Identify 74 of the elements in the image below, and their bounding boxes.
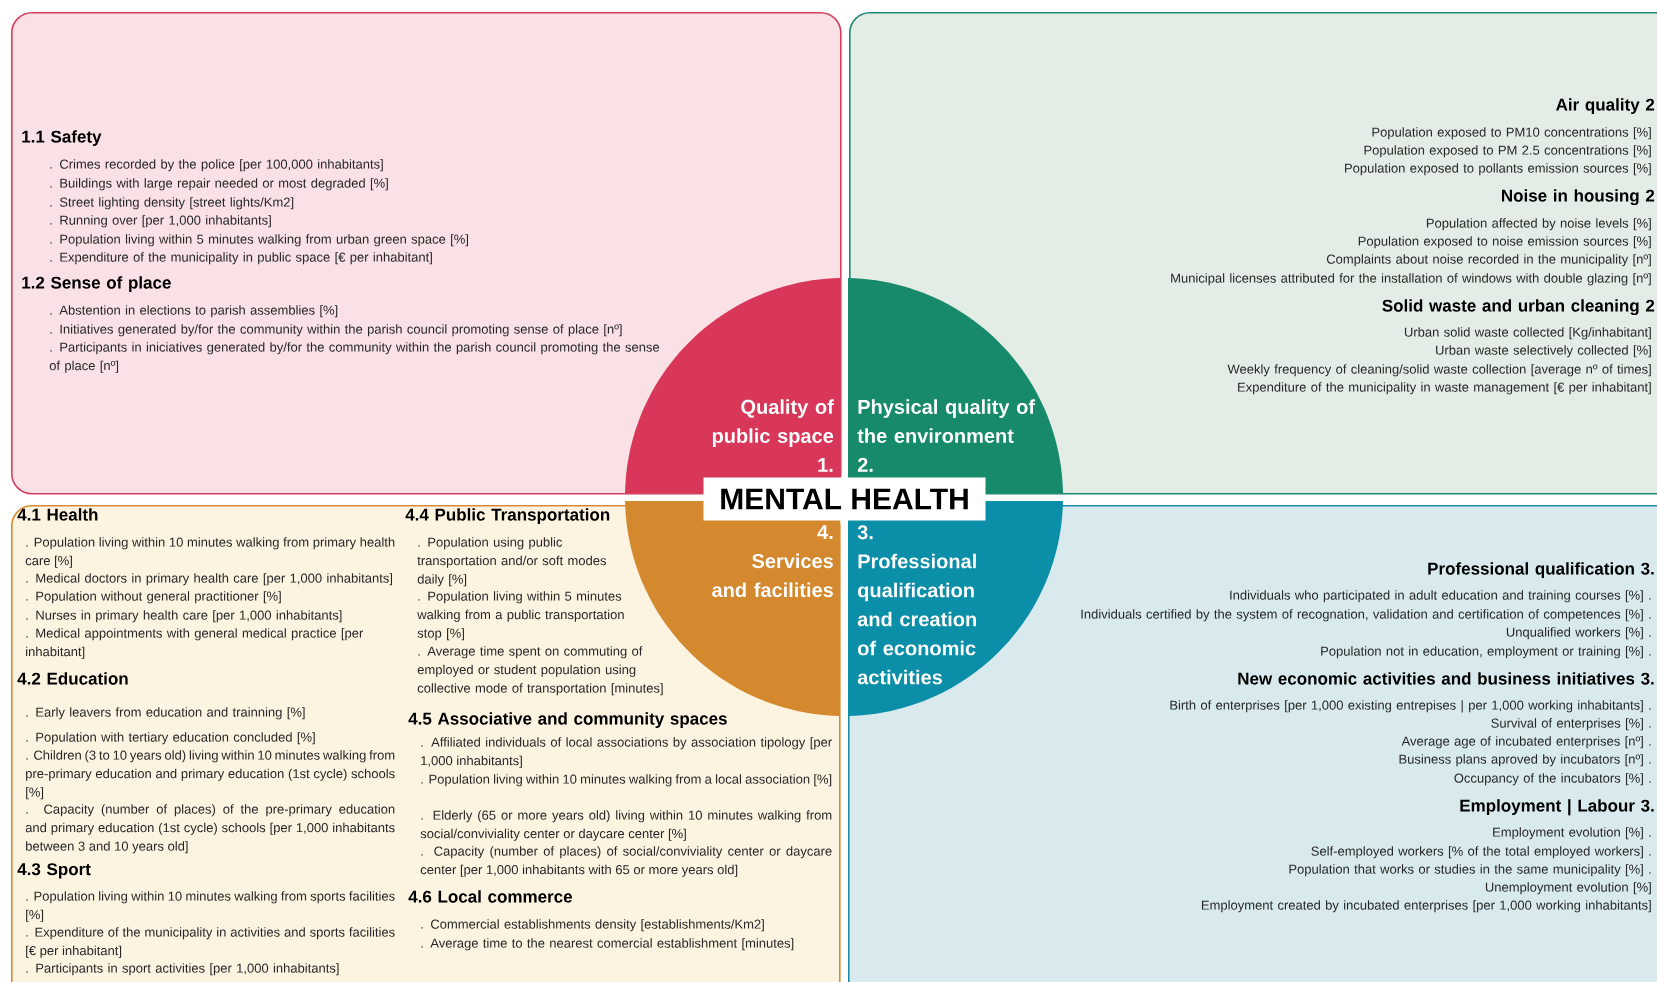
- indicator-item: . Capacity (number of places) of social/conviviality center or daycare center [per 1,000 inhabitants with 65 or more years old]: [420, 846, 832, 877]
- indicator-item: . Average time to the nearest comercial establishment [minutes]: [421, 938, 794, 951]
- sector-label: Quality of public space 1.: [712, 399, 834, 472]
- section-heading: Noise in housing 2: [1502, 189, 1655, 206]
- sector-label: 3. Professional qualification and creation of economic activities: [857, 525, 976, 685]
- indicator-item: . Population with tertiary education concluded [%]: [26, 732, 315, 745]
- indicator-item: . Capacity (number of places) of the pre-primary education and primary education (1st cycle) schools [per 1,000 inhabitants between 3 and 10 years old]: [25, 804, 395, 854]
- section-heading: 4.1 Health: [17, 508, 98, 521]
- indicator-item: . Children (3 to 10 years old) living within 10 minutes walking from pre-primary education and primary education (1st cycle) schools [%]: [26, 750, 395, 800]
- indicator-item: . Buildings with large repair needed or most degraded [%]: [50, 178, 388, 191]
- indicator-item: Weekly frequency of cleaning/solid waste collection [average nº of times]: [1227, 364, 1651, 377]
- sector-label: 4. Services and facilities: [712, 525, 833, 598]
- indicator-item: . Expenditure of the municipality in activities and sports facilities [€ per inhabitant]: [26, 927, 395, 958]
- indicator-item: . Participants in iniciatives generated by/for the community within the parish council promoting the sense of place [nº]: [49, 342, 660, 373]
- indicator-item: Survival of enterprises [%] .: [1491, 718, 1651, 731]
- indicator-item: . Population living within 10 minutes walking from primary health care [%]: [25, 537, 395, 568]
- section-heading: 4.4 Public Transportation: [405, 508, 610, 525]
- indicator-item: Urban solid waste collected [Kg/inhabitant]: [1404, 327, 1651, 340]
- indicator-item: . Participants in sport activities [per 1,000 inhabitants]: [26, 963, 339, 976]
- indicator-item: Complaints about noise recorded in the municipality [nº]: [1326, 254, 1651, 267]
- indicator-item: . Population using public transportation and/or soft modes daily [%]: [417, 537, 607, 587]
- indicator-item: . Abstention in elections to parish assemblies [%]: [50, 305, 338, 318]
- section-heading: New economic activities and business initiatives 3.: [1238, 672, 1654, 685]
- title-box: MENTAL HEALTH: [703, 477, 986, 521]
- indicator-item: . Initiatives generated by/for the community within the parish council promoting sense of place [nº]: [50, 324, 622, 337]
- indicator-item: Population that works or studies in the same municipality [%] .: [1289, 864, 1651, 877]
- indicator-item: Population not in education, employment or training [%] .: [1321, 646, 1651, 659]
- indicator-item: Unemployment evolution [%]: [1485, 882, 1651, 895]
- section-heading: 4.6 Local commerce: [408, 890, 572, 903]
- indicator-item: . Nurses in primary health care [per 1,000 inhabitants]: [26, 610, 342, 623]
- indicator-item: . Population living within 10 minutes walking from a local association [%]: [421, 774, 832, 787]
- indicator-item: . Affiliated individuals of local associations by association tipology [per 1,000 inhabitants]: [421, 737, 832, 768]
- section-heading: Professional qualification 3.: [1428, 562, 1654, 579]
- section-heading: Air quality 2: [1556, 98, 1655, 115]
- indicator-item: Employment evolution [%] .: [1493, 827, 1651, 840]
- indicator-item: . Running over [per 1,000 inhabitants]: [50, 215, 271, 228]
- section-heading: 1.2 Sense of place: [22, 276, 171, 293]
- indicator-item: Expenditure of the municipality in waste management [€ per inhabitant]: [1238, 382, 1651, 395]
- indicator-item: Employment created by incubated enterprises [per 1,000 working inhabitants]: [1201, 900, 1651, 913]
- indicator-item: Population affected by noise levels [%]: [1426, 218, 1651, 231]
- indicator-item: Unqualified workers [%] .: [1506, 627, 1651, 640]
- indicator-item: . Commercial establishments density [establishments/Km2]: [421, 919, 764, 932]
- indicator-item: . Population living within 5 minutes walking from urban green space [%]: [50, 234, 468, 247]
- indicator-item: Population exposed to pollants emission sources [%]: [1345, 163, 1651, 176]
- indicator-item: . Population living within 10 minutes walking from sports facilities [%]: [26, 891, 395, 922]
- section-heading: 4.3 Sport: [17, 863, 91, 879]
- indicator-item: . Crimes recorded by the police [per 100,000 inhabitants]: [50, 159, 383, 172]
- indicator-item: . Elderly (65 or more years old) living within 10 minutes walking from social/conviviality center or daycare center [%]: [420, 810, 832, 841]
- indicator-item: . Average time spent on commuting of employed or student population using collective mode of transportation [minutes]: [417, 646, 663, 696]
- indicator-item: Average age of incubated enterprises [nº] .: [1401, 736, 1651, 749]
- indicator-item: . Population without general practitioner [%]: [26, 591, 281, 604]
- indicator-item: Birth of enterprises [per 1,000 existing entrepises | per 1,000 working inhabitants] .: [1170, 700, 1651, 713]
- indicator-item: . Population living within 5 minutes walking from a public transportation stop [%]: [417, 591, 624, 641]
- indicator-item: Population exposed to PM 2.5 concentrations [%]: [1364, 145, 1651, 158]
- indicator-item: Population exposed to PM10 concentrations [%]: [1372, 127, 1651, 140]
- indicator-item: . Medical appointments with general medical practice [per inhabitant]: [26, 628, 364, 659]
- indicator-item: . Early leavers from education and trainning [%]: [26, 707, 305, 720]
- section-heading: Solid waste and urban cleaning 2: [1382, 299, 1655, 316]
- indicator-item: . Medical doctors in primary health care [per 1,000 inhabitants]: [26, 573, 392, 586]
- indicator-item: . Expenditure of the municipality in public space [€ per inhabitant]: [50, 252, 432, 265]
- indicator-item: Self-employed workers [% of the total employed workers] .: [1311, 846, 1651, 859]
- indicator-item: . Street lighting density [street lights/Km2]: [50, 197, 294, 210]
- indicator-item: Municipal licenses attributed for the installation of windows with double glazing [nº]: [1171, 273, 1651, 286]
- indicator-item: Business plans aproved by incubators [nº] .: [1399, 754, 1651, 767]
- section-heading: 4.5 Associative and community spaces: [408, 712, 727, 729]
- indicator-item: Individuals who participated in adult education and training courses [%] .: [1230, 590, 1651, 603]
- indicator-item: Population exposed to noise emission sources [%]: [1358, 236, 1651, 249]
- indicator-item: Urban waste selectively collected [%]: [1436, 345, 1651, 358]
- sector-label: Physical quality of the environment 2.: [857, 399, 1036, 472]
- section-heading: 4.2 Education: [17, 672, 128, 685]
- indicator-item: Individuals certified by the system of recognation, validation and certification of competences [%] .: [1081, 609, 1651, 622]
- section-heading: Employment | Labour 3.: [1460, 799, 1654, 816]
- indicator-item: Occupancy of the incubators [%] .: [1454, 773, 1651, 786]
- section-heading: 1.1 Safety: [22, 130, 102, 147]
